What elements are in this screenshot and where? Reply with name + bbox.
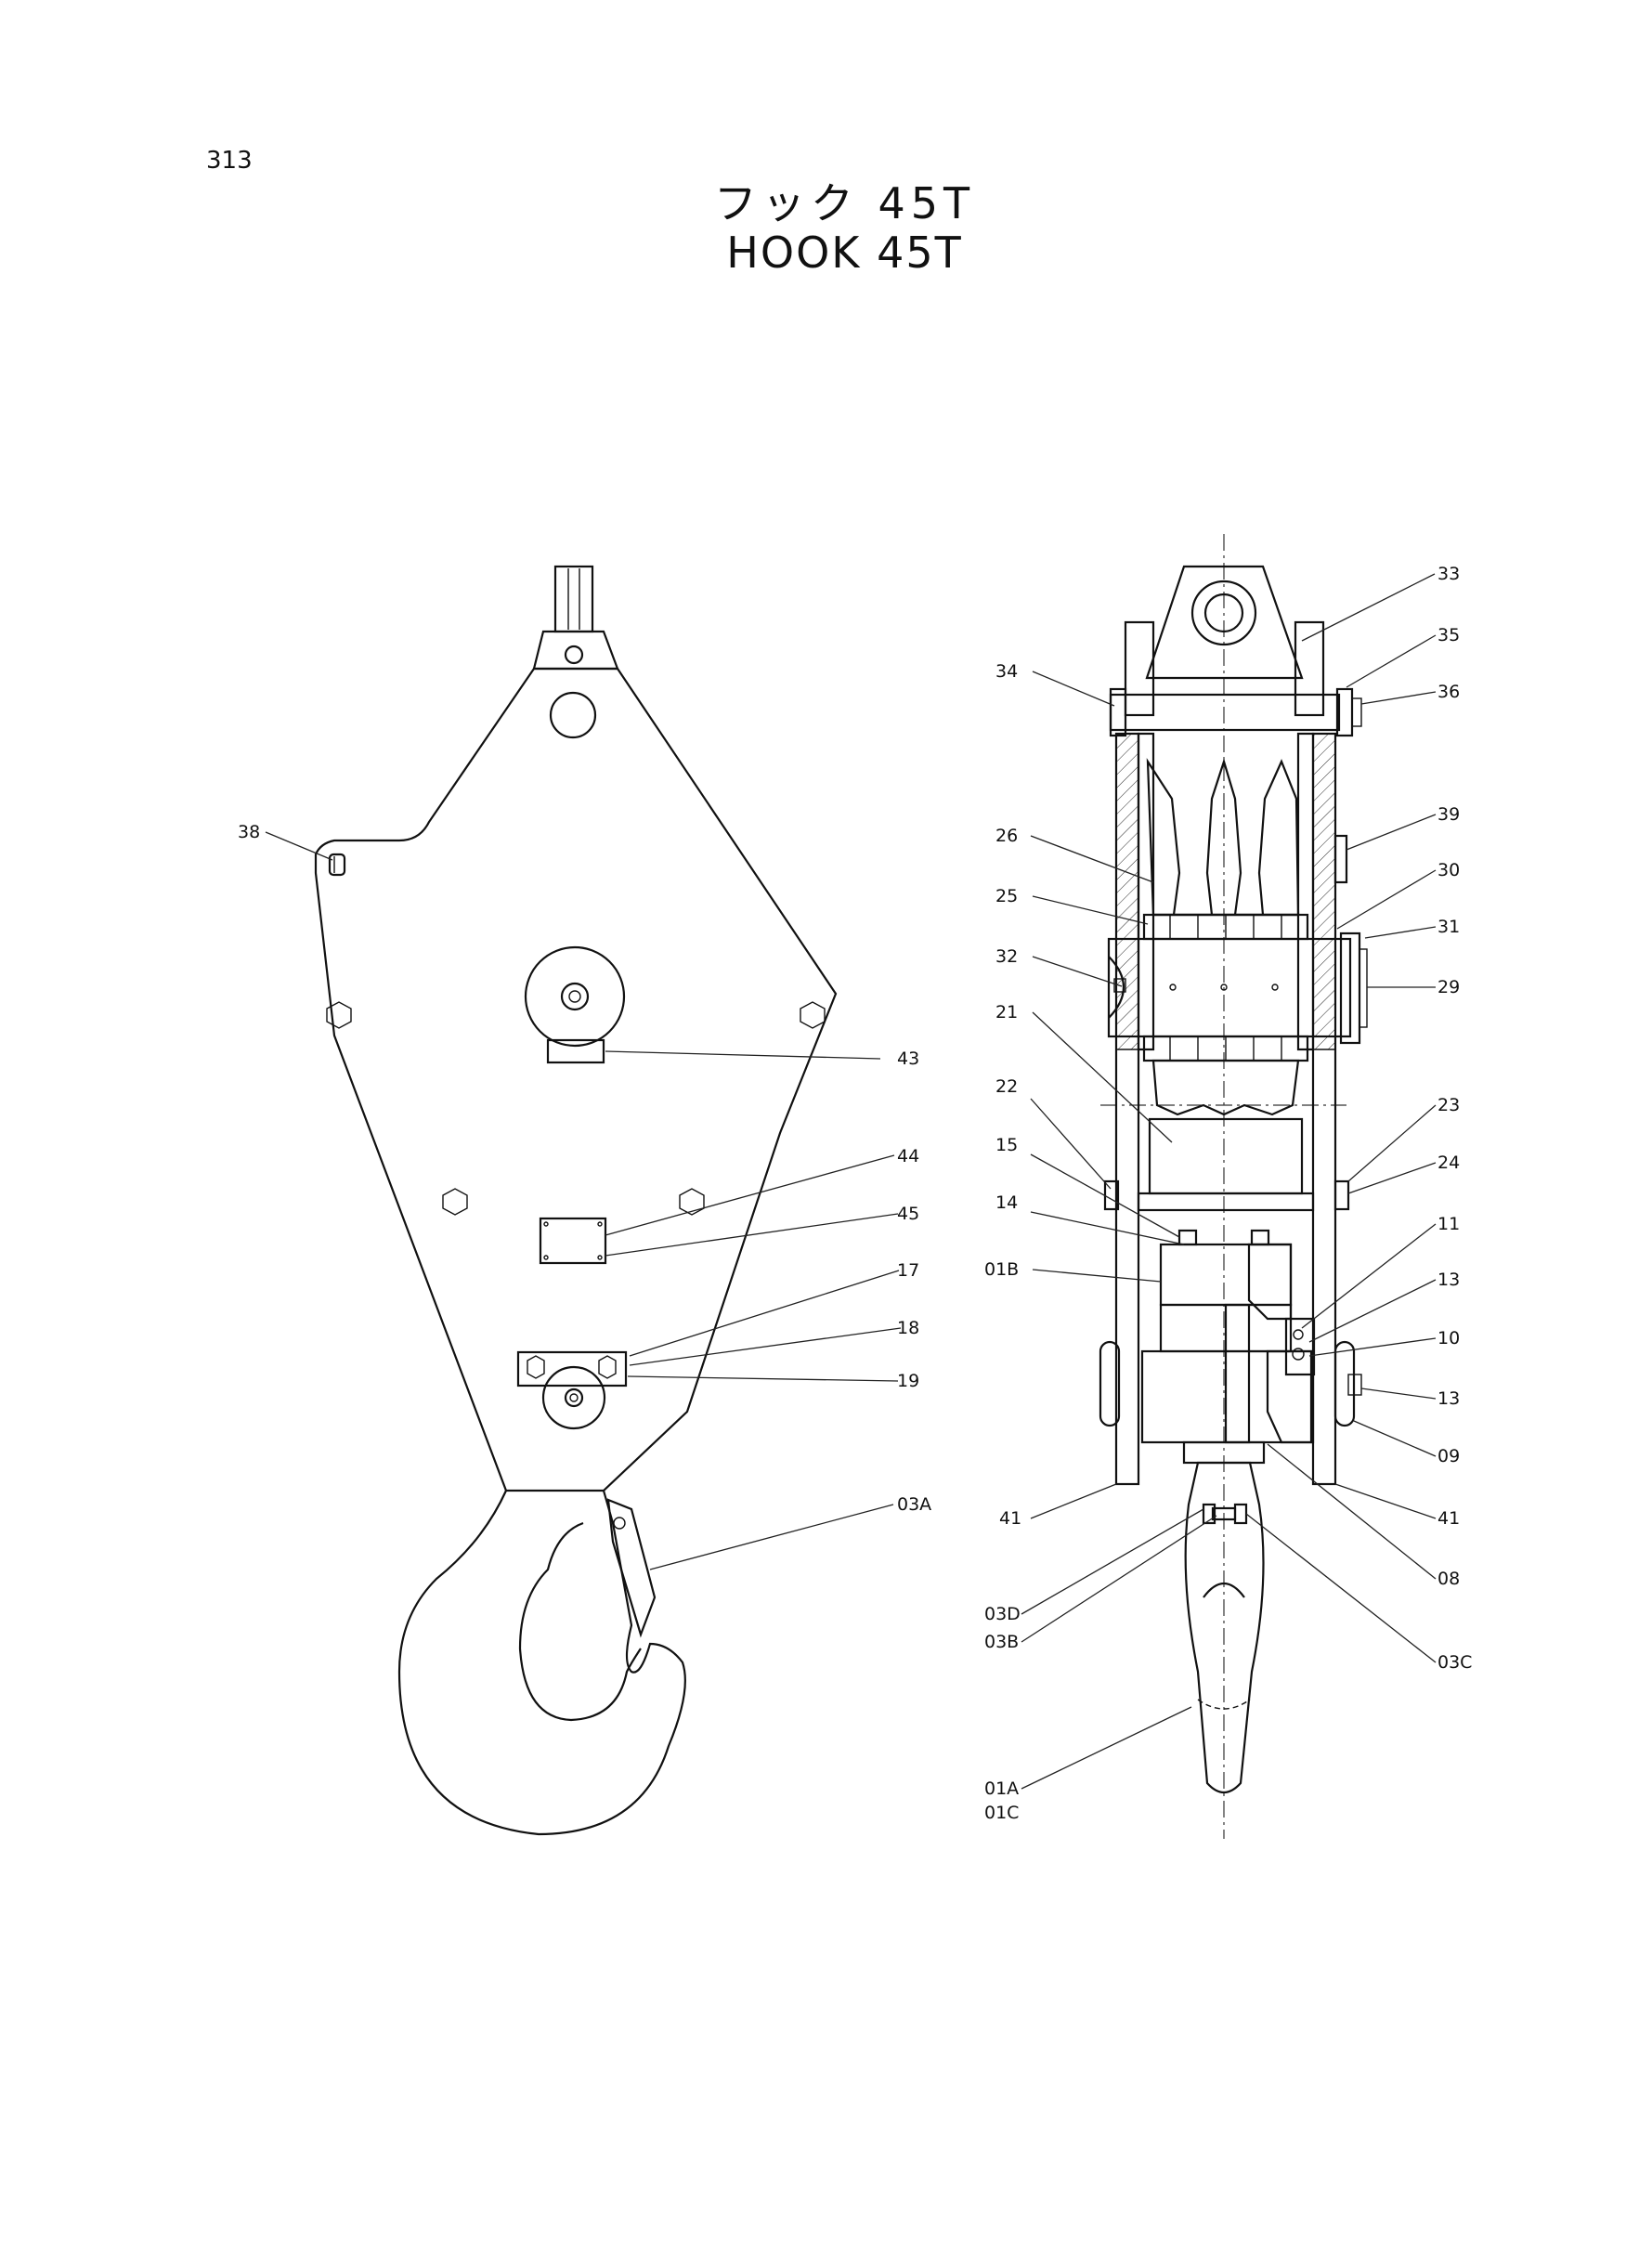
- callout-19: 19: [897, 1371, 919, 1391]
- callout-labels: 38 43 44 45 17 18 19 03A 33 35 36 34 39 …: [238, 564, 1472, 1823]
- crosshead: [1159, 1243, 1293, 1307]
- callout-11: 11: [1437, 1214, 1460, 1234]
- callout-43: 43: [897, 1049, 919, 1069]
- lock-plate-43: [546, 1038, 605, 1064]
- callout-21: 21: [995, 1002, 1018, 1023]
- hook-shank-lower: [1184, 1461, 1265, 1794]
- callout-38: 38: [238, 822, 260, 842]
- callout-03a: 03A: [897, 1494, 931, 1515]
- callout-01b: 01B: [984, 1259, 1019, 1280]
- callout-41-right: 41: [1437, 1508, 1460, 1529]
- upper-sheaves: [1146, 758, 1300, 917]
- callout-32: 32: [995, 946, 1018, 967]
- upper-pin-hole: [549, 691, 597, 739]
- callout-10: 10: [1437, 1328, 1460, 1348]
- spacer-block: [1148, 1117, 1304, 1195]
- hex-bolt: [442, 1188, 468, 1216]
- callout-03d: 03D: [984, 1604, 1021, 1624]
- callout-13-upper: 13: [1437, 1270, 1460, 1290]
- callout-29: 29: [1437, 977, 1460, 997]
- page-number: 313: [206, 147, 253, 175]
- hex-bolt: [800, 1001, 826, 1029]
- callout-18: 18: [897, 1318, 919, 1338]
- callout-34: 34: [995, 661, 1018, 682]
- title-english: HOOK 45T: [726, 228, 963, 278]
- callout-39: 39: [1437, 804, 1460, 825]
- callout-26: 26: [995, 826, 1018, 846]
- hook-nut-housing: [1140, 1349, 1315, 1444]
- callout-22: 22: [995, 1076, 1018, 1097]
- top-lug-shaft: [553, 565, 594, 633]
- hex-bolt: [326, 1001, 352, 1029]
- sheave-pin-boss: [524, 945, 626, 1048]
- callout-41-left: 41: [999, 1508, 1021, 1529]
- hook-block-front-view: [314, 565, 838, 1836]
- callout-36: 36: [1437, 682, 1460, 702]
- callout-17: 17: [897, 1260, 919, 1281]
- callout-24: 24: [1437, 1153, 1460, 1173]
- callout-14: 14: [995, 1192, 1018, 1213]
- callout-25: 25: [995, 886, 1018, 906]
- callout-45: 45: [897, 1204, 919, 1224]
- title-japanese: フック 45T: [713, 178, 976, 228]
- callout-09: 09: [1437, 1446, 1460, 1466]
- callout-13-lower: 13: [1437, 1388, 1460, 1409]
- callout-03b: 03B: [984, 1632, 1019, 1652]
- name-plate: [539, 1217, 607, 1265]
- safety-latch: [606, 1498, 657, 1638]
- callout-31: 31: [1437, 917, 1460, 937]
- callout-35: 35: [1437, 625, 1460, 645]
- callout-30: 30: [1437, 860, 1460, 880]
- lock-plate-17: [516, 1350, 628, 1388]
- callout-33: 33: [1437, 564, 1460, 584]
- callout-44: 44: [897, 1146, 919, 1166]
- side-plate-outline: [314, 667, 838, 1492]
- lower-sheaves: [1151, 1059, 1300, 1116]
- top-swivel-lug: [1145, 565, 1304, 680]
- callout-15: 15: [995, 1135, 1018, 1155]
- hook-body: [397, 1490, 686, 1836]
- callout-01c: 01C: [984, 1803, 1019, 1823]
- top-pin-bar: [1109, 693, 1341, 732]
- callout-23: 23: [1437, 1095, 1460, 1115]
- hook-pin-boss: [541, 1365, 606, 1430]
- callout-08: 08: [1437, 1569, 1460, 1589]
- callout-01a: 01A: [984, 1778, 1019, 1799]
- callout-03c: 03C: [1437, 1652, 1472, 1673]
- hook-block-section-view: [1099, 534, 1368, 1839]
- leader-lines: [265, 573, 1437, 1790]
